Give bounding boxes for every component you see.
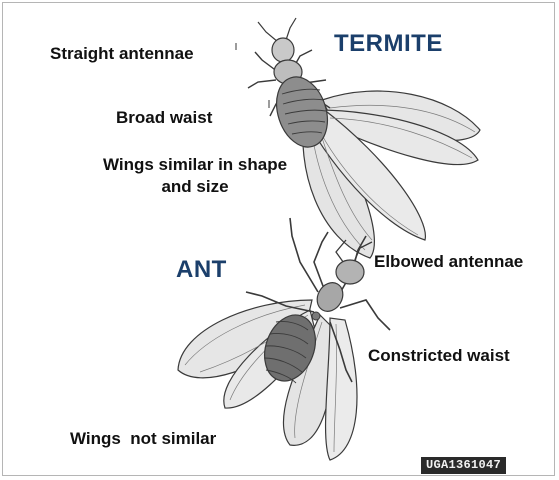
termite-title: TERMITE — [334, 30, 443, 58]
ant-wing — [326, 318, 357, 460]
termite-antennae-label: Straight antennae — [50, 43, 194, 65]
image-code: UGA1361047 — [421, 457, 506, 474]
ant-drawing — [178, 218, 390, 460]
termite-waist-label: Broad waist — [116, 107, 212, 129]
termite-wings-label-line2: and size — [80, 176, 310, 198]
termite-wings-label-line1: Wings similar in shape — [80, 154, 310, 176]
termite-wings-label: Wings similar in shape and size — [80, 154, 310, 198]
ant-waist-label: Constricted waist — [368, 345, 510, 367]
ant-wings-label: Wings not similar — [70, 428, 216, 450]
ant-antennae-label: Elbowed antennae — [374, 251, 523, 273]
ant-title: ANT — [176, 256, 227, 284]
